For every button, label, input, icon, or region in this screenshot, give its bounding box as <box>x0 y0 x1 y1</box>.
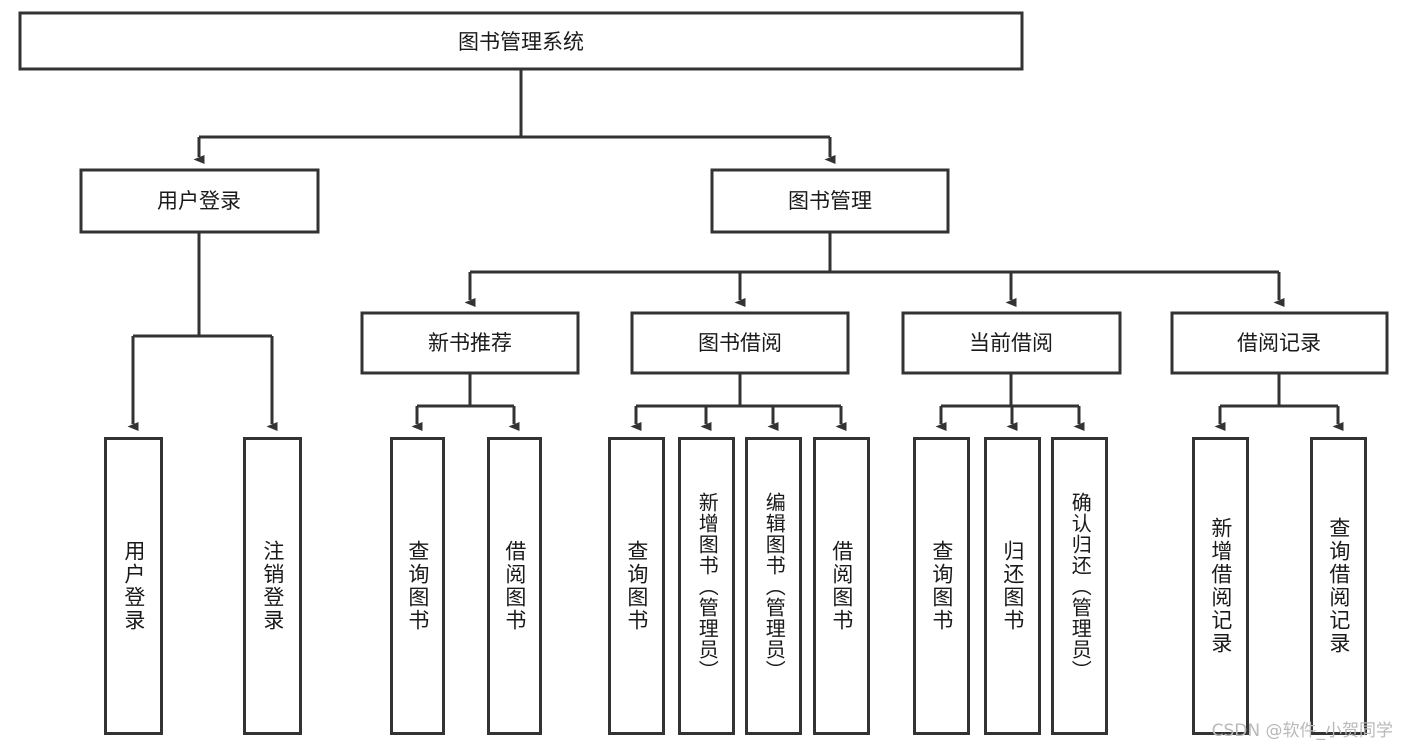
node-leaf-return-book-label: 归还图书 <box>1000 540 1025 632</box>
node-borrow-record[interactable]: 借阅记录 <box>1170 311 1389 375</box>
node-user-login-label: 用户登录 <box>157 189 241 213</box>
node-leaf-add-record-label: 新增借阅记录 <box>1208 517 1233 655</box>
node-leaf-query-record-label: 查询借阅记录 <box>1326 517 1351 655</box>
connector-root-to-level2 <box>193 69 836 164</box>
node-leaf-query-book-2[interactable]: 查询图书 <box>608 437 665 735</box>
connector-borrowrecord-to-leaves <box>1214 373 1344 431</box>
node-leaf-user-login[interactable]: 用户登录 <box>104 437 163 735</box>
node-leaf-borrow-book-1-label: 借阅图书 <box>502 540 527 632</box>
connector-userlogin-to-leaves <box>127 232 278 431</box>
node-leaf-query-book-1-label: 查询图书 <box>405 540 430 632</box>
node-book-borrow[interactable]: 图书借阅 <box>630 311 850 375</box>
node-book-management[interactable]: 图书管理 <box>710 168 950 234</box>
node-book-borrow-label: 图书借阅 <box>698 331 782 355</box>
node-leaf-query-record[interactable]: 查询借阅记录 <box>1310 437 1367 735</box>
node-leaf-borrow-book-2[interactable]: 借阅图书 <box>813 437 870 735</box>
node-root-system-label: 图书管理系统 <box>458 30 584 54</box>
node-leaf-query-book-1[interactable]: 查询图书 <box>390 437 445 735</box>
node-leaf-return-book[interactable]: 归还图书 <box>984 437 1041 735</box>
node-new-book-recommend[interactable]: 新书推荐 <box>360 311 580 375</box>
node-leaf-logout-label: 注销登录 <box>260 540 285 632</box>
node-leaf-user-login-label: 用户登录 <box>121 540 146 632</box>
node-borrow-record-label: 借阅记录 <box>1237 331 1321 355</box>
node-leaf-query-book-2-label: 查询图书 <box>624 540 649 632</box>
node-leaf-edit-book-label: 编辑图书（管理员） <box>762 491 787 681</box>
node-leaf-query-book-3[interactable]: 查询图书 <box>913 437 970 735</box>
node-book-management-label: 图书管理 <box>788 189 872 213</box>
node-root-system[interactable]: 图书管理系统 <box>18 11 1024 71</box>
connector-bookborrow-to-leaves <box>630 373 847 431</box>
connector-bookmgmt-to-level3 <box>464 232 1285 307</box>
node-leaf-query-book-3-label: 查询图书 <box>929 540 954 632</box>
node-leaf-logout[interactable]: 注销登录 <box>243 437 302 735</box>
node-leaf-add-book-label: 新增图书（管理员） <box>695 491 720 681</box>
node-new-book-recommend-label: 新书推荐 <box>428 331 512 355</box>
node-leaf-add-record[interactable]: 新增借阅记录 <box>1192 437 1249 735</box>
node-current-borrow[interactable]: 当前借阅 <box>901 311 1122 375</box>
node-user-login[interactable]: 用户登录 <box>79 168 320 234</box>
node-leaf-confirm-return[interactable]: 确认归还（管理员） <box>1051 437 1108 735</box>
node-leaf-confirm-return-label: 确认归还（管理员） <box>1068 491 1093 681</box>
node-leaf-borrow-book-2-label: 借阅图书 <box>829 540 854 632</box>
connector-newbook-to-leaves <box>411 373 520 431</box>
node-leaf-add-book[interactable]: 新增图书（管理员） <box>678 437 735 735</box>
node-leaf-borrow-book-1[interactable]: 借阅图书 <box>487 437 542 735</box>
node-leaf-edit-book[interactable]: 编辑图书（管理员） <box>745 437 802 735</box>
connector-currentborrow-to-leaves <box>935 373 1085 431</box>
node-current-borrow-label: 当前借阅 <box>969 331 1053 355</box>
